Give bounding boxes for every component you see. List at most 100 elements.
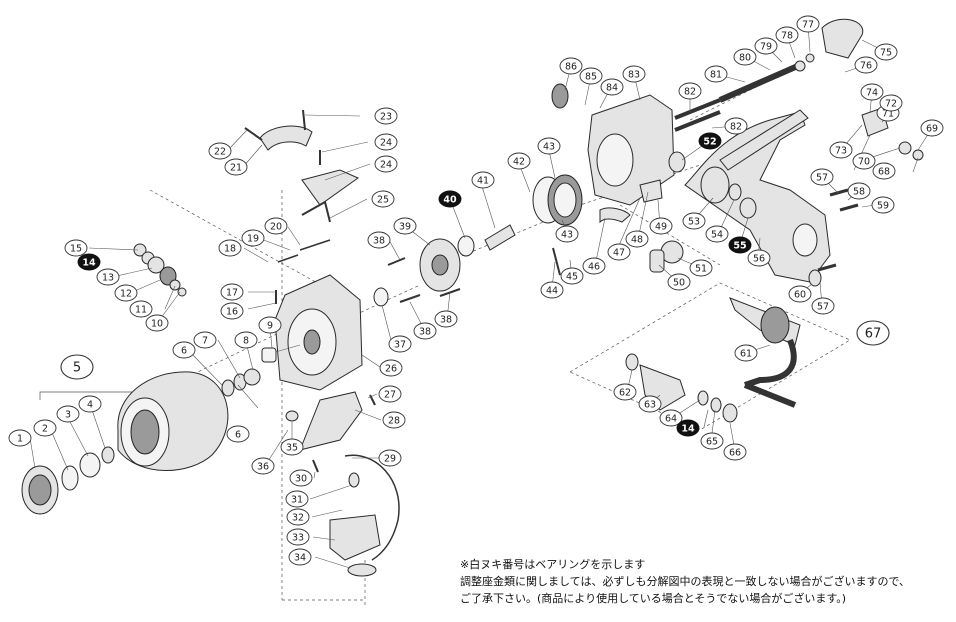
part-callout-number: 14 (681, 423, 695, 434)
part-callout-number: 66 (729, 447, 741, 458)
part-callout-number: 3 (65, 409, 71, 420)
part-callout-number: 63 (644, 399, 656, 410)
part-callout-4: 4 (78, 395, 102, 413)
part-callout-number: 84 (606, 82, 618, 93)
part-callout-79: 79 (754, 37, 778, 55)
part-callout-number: 26 (385, 363, 397, 374)
part-callout-number: 70 (858, 156, 870, 167)
part-callout-63: 63 (638, 395, 662, 413)
part-callout-number: 77 (802, 19, 814, 30)
part-callout-number: 46 (588, 261, 600, 272)
part-callout-number: 72 (885, 98, 897, 109)
rotor-body-drawing (221, 274, 363, 397)
part-callout-38: 38 (434, 310, 458, 328)
part-callout-46: 46 (582, 257, 606, 275)
part-callout-21: 21 (224, 158, 248, 176)
part-callout-78: 78 (775, 26, 799, 44)
part-callout-number: 23 (380, 111, 392, 122)
part-callout-56: 56 (747, 249, 771, 267)
part-callout-22: 22 (208, 142, 232, 160)
part-callout-68: 68 (872, 162, 896, 180)
part-callout-50: 50 (667, 273, 691, 291)
part-callout-39: 39 (393, 217, 417, 235)
part-callout-57: 57 (810, 168, 834, 186)
part-callout-14: 14 (77, 253, 101, 271)
part-callout-number: 33 (292, 532, 304, 543)
part-callout-number: 52 (703, 136, 716, 147)
part-callout-number: 27 (384, 389, 396, 400)
part-callout-24: 24 (374, 133, 398, 151)
shim-note-line-2: ご了承下さい。(商品により使用している場合とそうでない場合がございます。) (460, 592, 847, 605)
part-callout-number: 22 (214, 146, 226, 157)
part-callout-55: 55 (728, 236, 752, 254)
part-callout-number: 14 (82, 257, 96, 268)
handle-group-outline (569, 282, 851, 431)
part-callout-42: 42 (507, 152, 531, 170)
bail-parts-drawing (259, 125, 400, 577)
part-callout-number: 57 (816, 172, 828, 183)
part-callout-61: 61 (734, 344, 758, 362)
part-callout-number: 58 (853, 186, 865, 197)
part-callout-34: 34 (288, 548, 312, 566)
part-callout-62: 62 (613, 383, 637, 401)
part-callout-number: 36 (257, 461, 269, 472)
part-callout-number: 40 (443, 194, 457, 205)
part-callout-48: 48 (625, 230, 649, 248)
part-callout-27: 27 (378, 385, 402, 403)
leader-lines (29, 23, 933, 569)
part-callout-26: 26 (379, 359, 403, 377)
part-callout-number: 54 (711, 229, 723, 240)
part-callout-28: 28 (382, 411, 406, 429)
part-callout-number: 47 (613, 247, 625, 258)
part-callout-number: 32 (292, 512, 304, 523)
group-callout-number: 67 (865, 327, 882, 342)
part-callout-7: 7 (193, 331, 217, 349)
part-callout-number: 37 (394, 339, 406, 350)
part-callout-59: 59 (871, 196, 895, 214)
part-callout-number: 1 (17, 433, 23, 444)
part-callout-24: 24 (374, 155, 398, 173)
part-callout-40: 40 (438, 190, 462, 208)
part-callout-number: 62 (619, 387, 631, 398)
part-callout-number: 44 (546, 285, 558, 296)
part-callout-number: 82 (684, 86, 696, 97)
part-callout-19: 19 (241, 229, 265, 247)
part-callout-number: 74 (866, 87, 878, 98)
part-callout-number: 13 (102, 272, 114, 283)
part-callout-number: 30 (295, 473, 307, 484)
part-callout-29: 29 (378, 449, 402, 467)
group-callout-number: 5 (73, 361, 81, 376)
part-callout-53: 53 (682, 212, 706, 230)
part-callout-number: 11 (135, 304, 147, 315)
part-callout-number: 38 (440, 314, 452, 325)
part-callout-number: 16 (226, 306, 238, 317)
part-callout-number: 65 (706, 436, 718, 447)
part-callout-number: 64 (665, 413, 677, 424)
part-callout-number: 29 (384, 453, 396, 464)
part-callout-30: 30 (289, 469, 313, 487)
part-callout-47: 47 (607, 243, 631, 261)
part-callout-number: 75 (880, 47, 892, 58)
part-callout-9: 9 (258, 316, 282, 334)
part-callout-31: 31 (285, 490, 309, 508)
part-callout-45: 45 (560, 267, 584, 285)
part-callout-number: 20 (270, 221, 282, 232)
part-callout-number: 24 (380, 137, 392, 148)
part-callout-82: 82 (724, 117, 748, 135)
part-callout-number: 19 (247, 233, 259, 244)
group-callout-5: 5 (60, 354, 94, 380)
group-labels-layer: 5 67 (60, 320, 890, 380)
part-callout-number: 24 (380, 159, 392, 170)
part-callout-number: 6 (181, 345, 187, 356)
part-callout-13: 13 (96, 268, 120, 286)
part-callout-number: 71 (882, 108, 894, 119)
part-callout-number: 55 (733, 240, 746, 251)
part-callout-58: 58 (847, 182, 871, 200)
part-callout-number: 78 (781, 30, 793, 41)
spool-assembly-drawing (21, 371, 229, 515)
part-callout-38: 38 (413, 322, 437, 340)
part-callout-76: 76 (854, 56, 878, 74)
part-callout-number: 17 (226, 287, 238, 298)
pinion-drawing (373, 174, 583, 307)
